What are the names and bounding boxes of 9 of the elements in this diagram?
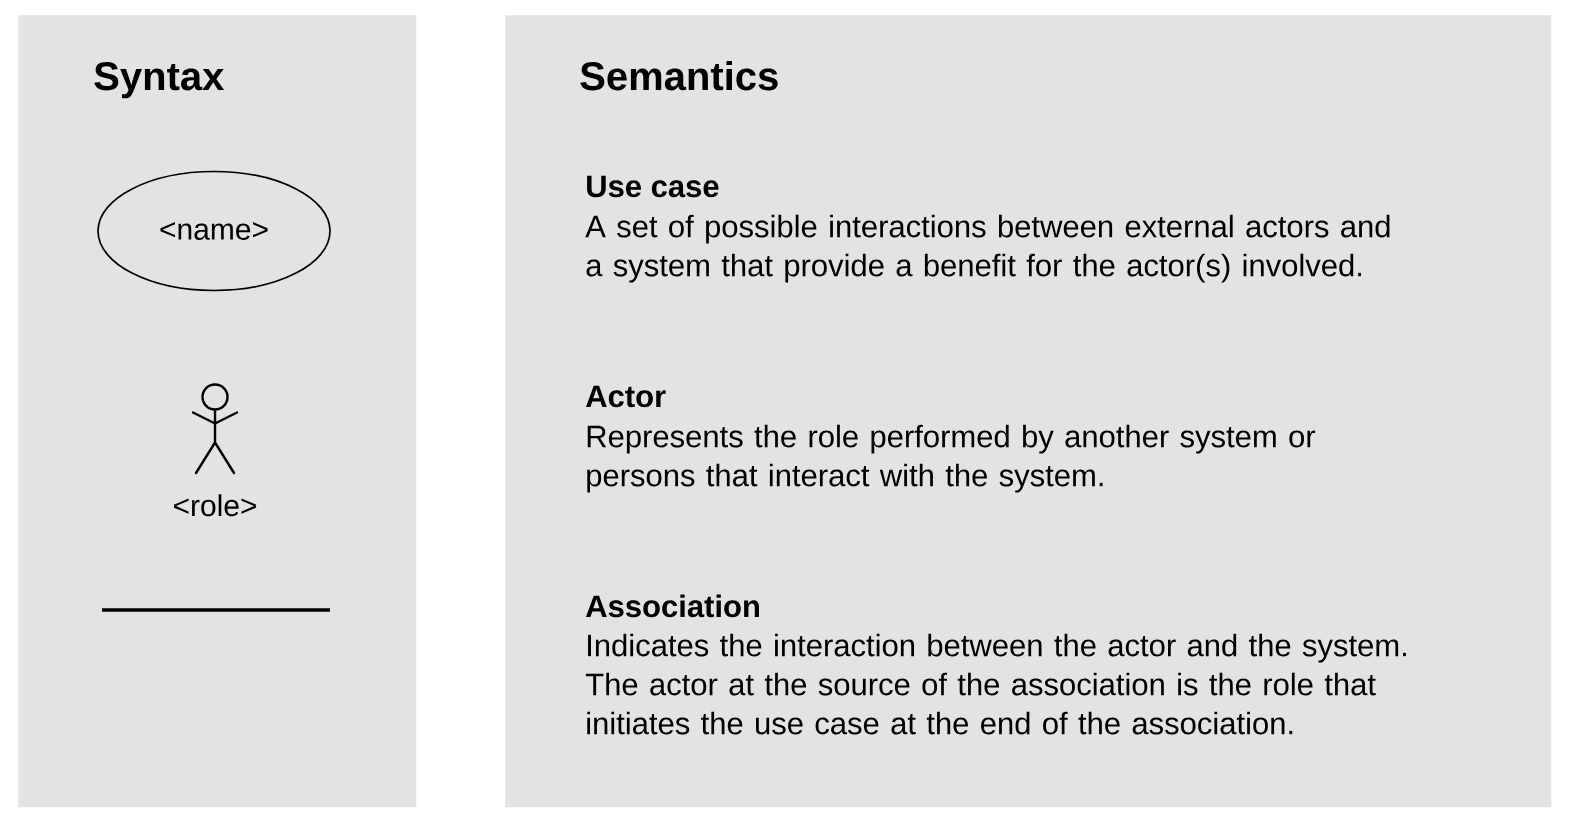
- section-heading: Association: [586, 594, 759, 618]
- description-text: A set of possible interactions between external actors and a system that provide a benefit for the actor(s) involved.: [585, 214, 1390, 283]
- section-heading: Use case: [587, 175, 719, 198]
- section-heading: Actor: [586, 385, 666, 408]
- description-text: Indicates the interaction between the actor and the system. The actor at the source of the association is the role that initiates the use case at the end of the association.: [585, 633, 1406, 735]
- panel-heading: Syntax: [94, 62, 225, 99]
- description-text: Represents the role performed by another system or persons that interact with the system.: [587, 424, 1316, 493]
- panel-heading: Semantics: [580, 61, 778, 91]
- role-label: <role>: [173, 494, 257, 517]
